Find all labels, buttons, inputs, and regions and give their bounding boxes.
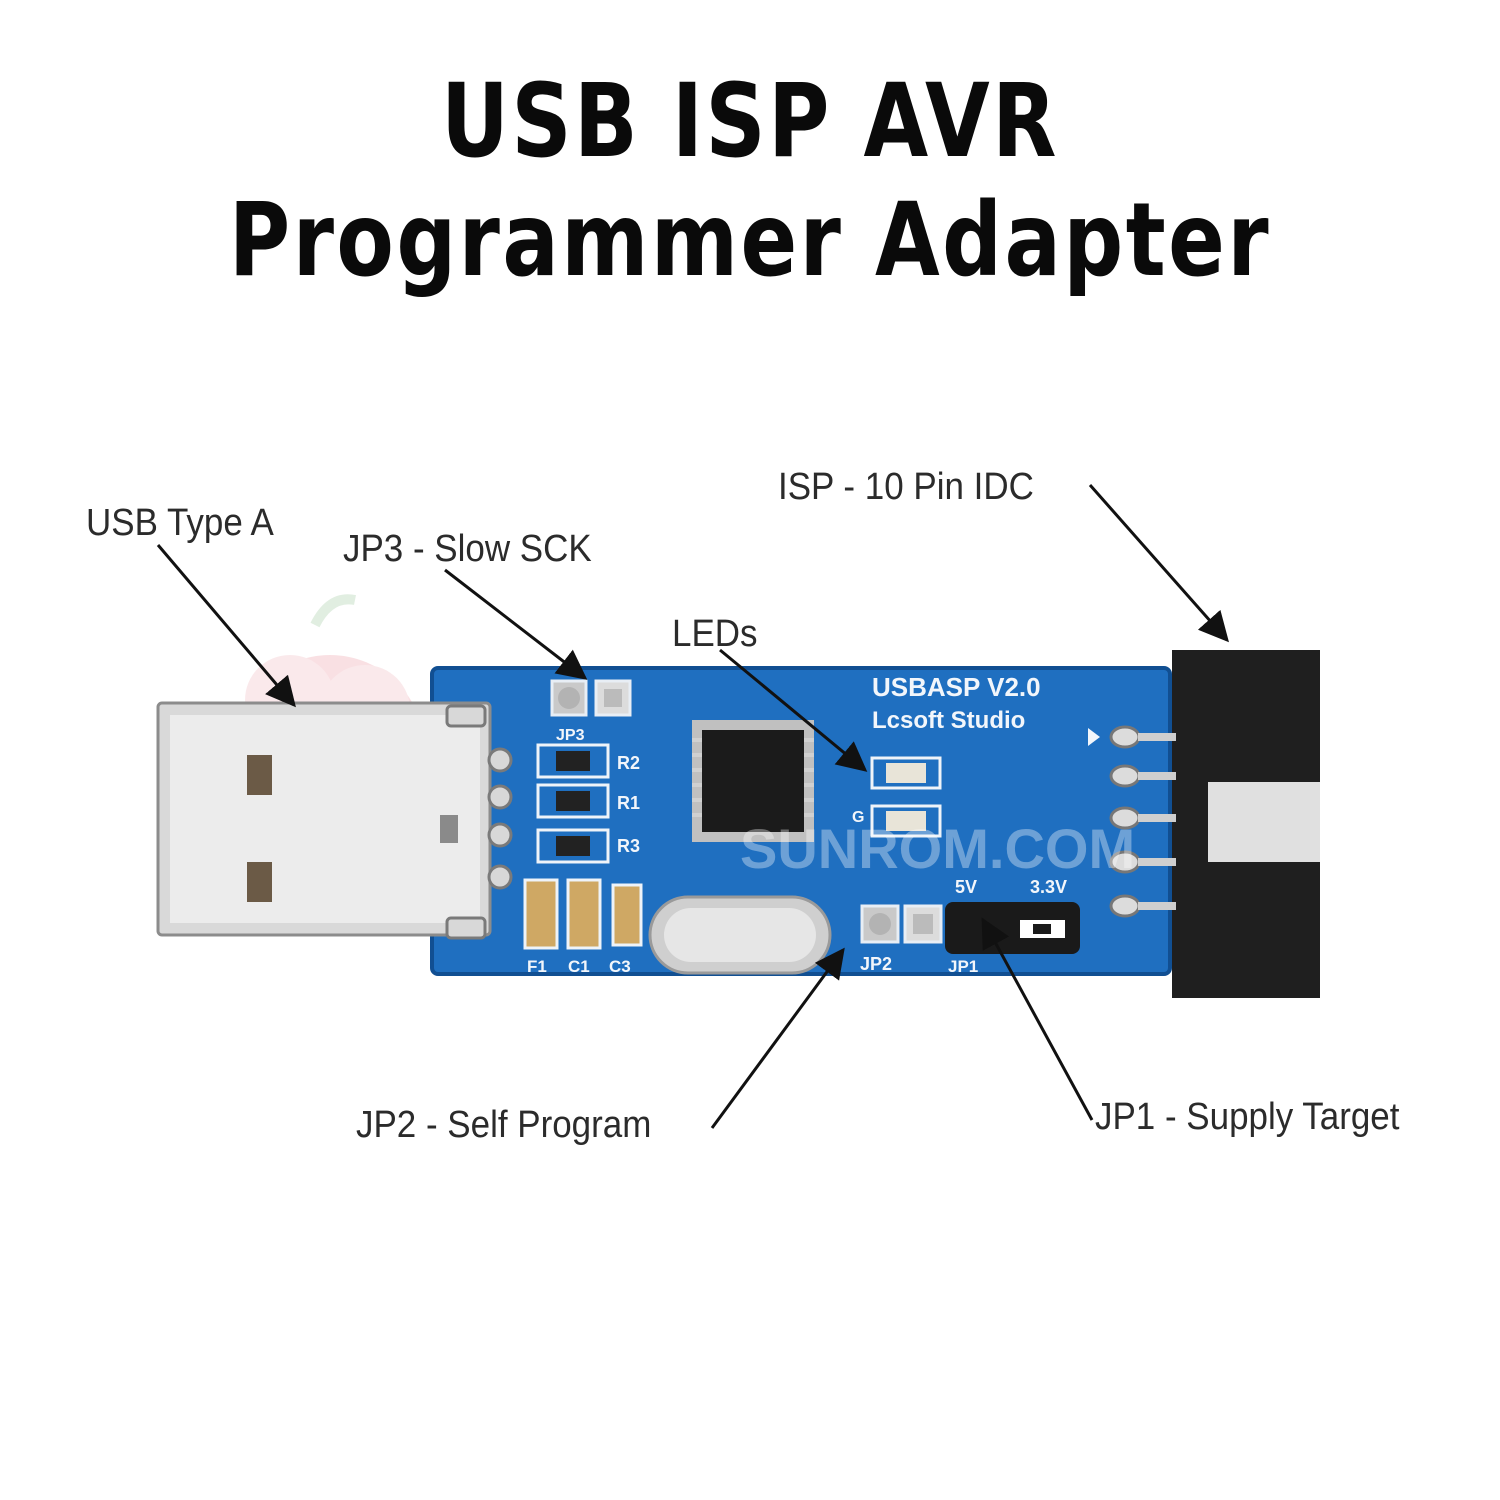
arrow-leds [719, 648, 868, 772]
isp-header [1088, 650, 1320, 998]
callout-usb-type-a: USB Type A [86, 502, 274, 544]
silk-3v3: 3.3V [1030, 877, 1067, 897]
silk-g: G [852, 809, 864, 826]
resistors [536, 743, 610, 864]
crystal-oscillator [648, 895, 832, 975]
silk-r3: R3 [617, 836, 640, 856]
silk-f1: F1 [527, 957, 547, 976]
silk-r2: R2 [617, 753, 640, 773]
callout-jp3: JP3 - Slow SCK [343, 528, 592, 570]
board-name-text: USBASP V2.0 [872, 672, 1041, 702]
silk-r1: R1 [617, 793, 640, 813]
arrow-usb-type-a [156, 544, 296, 708]
callout-jp1: JP1 - Supply Target [1095, 1096, 1400, 1138]
page-title: USB ISP AVR Programmer Adapter [228, 62, 1272, 300]
capacitors [523, 878, 643, 950]
jp3-jumper [550, 679, 632, 717]
board-maker-text: Lcsoft Studio [872, 707, 1025, 734]
callout-arrows [156, 484, 1229, 1129]
silk-c1: C1 [568, 957, 590, 976]
callout-jp2: JP2 - Self Program [356, 1104, 652, 1146]
silk-5v: 5V [955, 877, 977, 897]
sunrom-watermark: SUNROM.COM [740, 817, 1135, 880]
usb-connector [156, 701, 492, 937]
arrow-jp2 [710, 947, 845, 1129]
callout-leds: LEDs [672, 613, 758, 655]
silk-c3: C3 [609, 957, 631, 976]
usb-pins [445, 704, 513, 940]
callout-isp: ISP - 10 Pin IDC [778, 466, 1034, 508]
microcontroller-chip [692, 720, 814, 842]
arrow-isp [1088, 484, 1229, 643]
silk-jp1: JP1 [948, 957, 978, 976]
silk-jp2: JP2 [860, 954, 892, 974]
silk-jp3: JP3 [556, 727, 585, 744]
jp1-jumper [945, 902, 1080, 954]
arrow-jp1 [981, 917, 1094, 1121]
leds [870, 756, 942, 838]
jp2-jumper [860, 904, 943, 944]
arrow-jp3 [444, 568, 588, 680]
